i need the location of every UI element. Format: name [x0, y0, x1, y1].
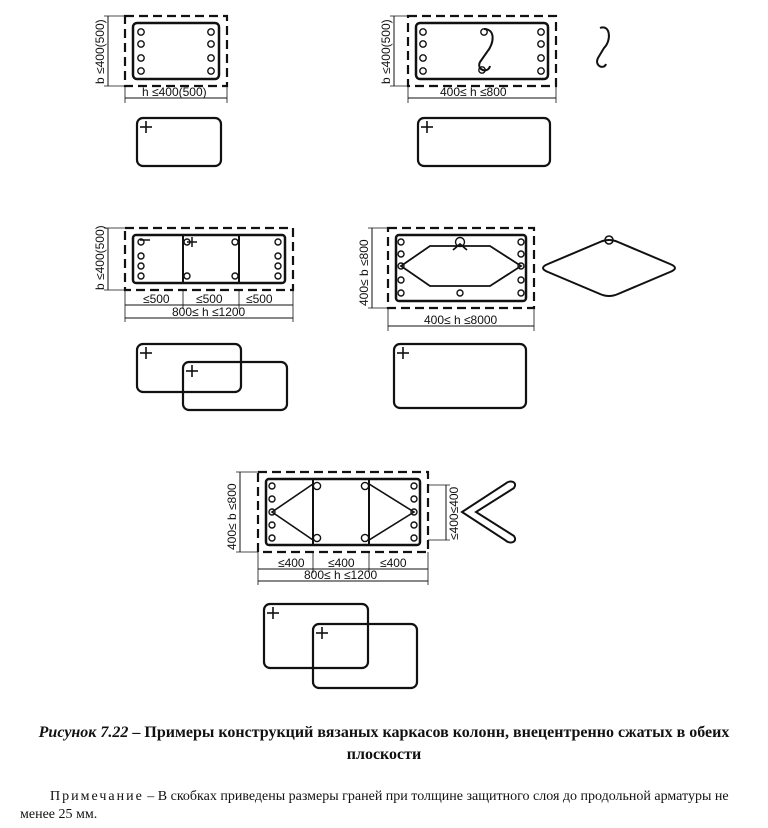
note-text: – В скобках приведены размеры граней при…	[20, 789, 729, 822]
dim-s1-5: ≤400	[278, 556, 305, 570]
dim-s3-3: ≤500	[246, 292, 273, 306]
dim-h-4: 400≤ h ≤8000	[424, 313, 498, 327]
dim-side-5: ≤400≤400	[447, 486, 461, 540]
stirrups-5	[262, 602, 419, 690]
figure-caption-text: – Примеры конструкций вязаных каркасов к…	[128, 724, 730, 763]
stirrup-4	[392, 342, 528, 410]
figure-svg: b ≤400(500) h ≤400(500) b ≤400(500) 400≤…	[93, 14, 676, 690]
dim-b-2: b ≤400(500)	[379, 19, 393, 84]
figure-drawing: b ≤400(500) h ≤400(500) b ≤400(500) 400≤…	[93, 14, 676, 690]
dim-b-5: 400≤ b ≤800	[225, 483, 239, 550]
dim-h-5: 800≤ h ≤1200	[304, 568, 378, 582]
figure-label: Рисунок 7.22	[38, 724, 129, 741]
figure-note: Примечание – В скобках приведены размеры…	[20, 788, 760, 824]
column-section-3	[104, 226, 295, 322]
dim-s2-5: ≤400	[328, 556, 355, 570]
note-heading: Примечание	[50, 789, 144, 804]
dim-b-4: 400≤ b ≤800	[357, 239, 371, 306]
column-section-1	[104, 14, 229, 103]
figure-caption: Рисунок 7.22 – Примеры конструкций вязан…	[20, 722, 748, 766]
dim-b-1: b ≤400(500)	[93, 19, 107, 84]
column-section-5	[236, 470, 516, 585]
dim-s2-3: ≤500	[196, 292, 223, 306]
dim-h-3: 800≤ h ≤1200	[172, 305, 246, 319]
stirrups-3	[135, 342, 289, 412]
dim-h-1: h ≤400(500)	[142, 85, 207, 99]
stirrup-2	[416, 116, 552, 168]
dim-s3-5: ≤400	[380, 556, 407, 570]
dim-h-2: 400≤ h ≤800	[440, 85, 507, 99]
column-section-4	[368, 226, 676, 331]
dim-b-3: b ≤400(500)	[93, 225, 107, 290]
column-section-2	[390, 14, 610, 103]
dim-s1-3: ≤500	[143, 292, 170, 306]
stirrup-1	[135, 116, 223, 168]
